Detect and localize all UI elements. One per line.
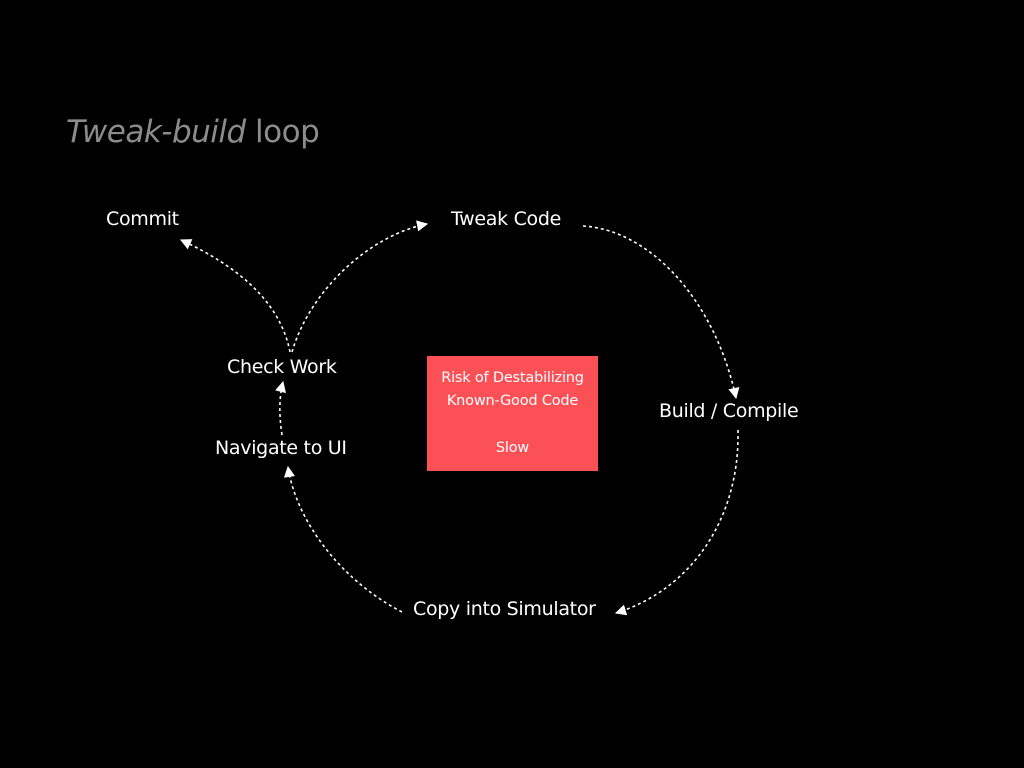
- risk-line-3: Slow: [495, 440, 530, 456]
- arrow-build-to-copy: [614, 429, 739, 616]
- arrow-check-to-tweak: [291, 220, 429, 353]
- node-navigate-to-ui: Navigate to UI: [215, 437, 347, 459]
- risk-line-1: Risk of Destabilizing: [441, 370, 584, 386]
- slide-title-rest: loop: [245, 114, 320, 150]
- risk-line-2: Known-Good Code: [446, 393, 579, 409]
- node-build-compile: Build / Compile: [659, 400, 799, 422]
- arrow-tweak-to-build: [582, 225, 740, 400]
- risk-callout-box: Risk of Destabilizing Known-Good Code Sl…: [427, 356, 598, 471]
- arrow-check-to-commit: [179, 239, 291, 353]
- node-commit: Commit: [106, 208, 179, 230]
- arrow-navigate-to-check: [275, 380, 286, 436]
- node-check-work: Check Work: [227, 356, 337, 378]
- slide-title: Tweak-build loop: [66, 114, 320, 150]
- slide-title-italic: Tweak-build: [66, 114, 246, 150]
- risk-spacer: [427, 413, 598, 437]
- node-copy-into-simulator: Copy into Simulator: [413, 598, 596, 620]
- node-tweak-code: Tweak Code: [451, 208, 562, 230]
- arrow-copy-to-navigate: [283, 465, 403, 613]
